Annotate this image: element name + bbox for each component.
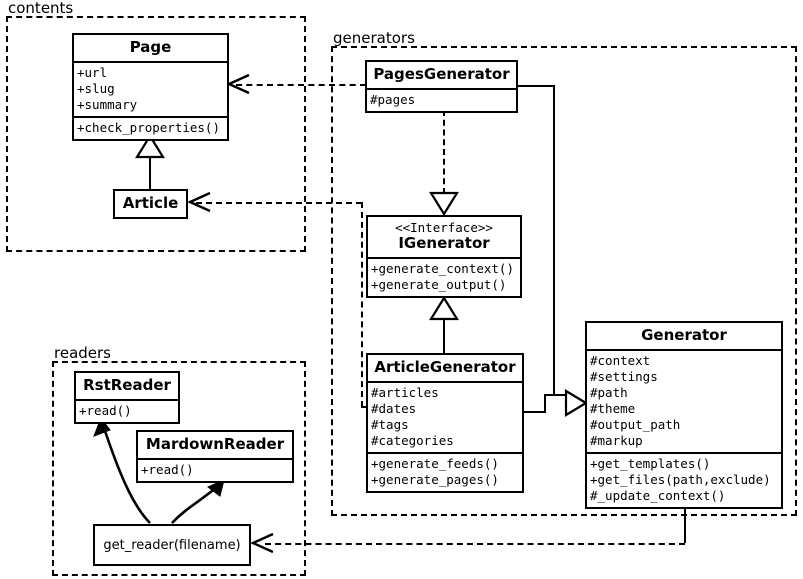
class-box-mardownreader[interactable]: MardownReader +read()	[136, 430, 294, 483]
edge-pagesgenerator-to-page	[236, 84, 366, 86]
edge-articlegenerator-to-generator-v	[544, 394, 546, 413]
package-contents-border	[6, 16, 306, 252]
method: +check_properties()	[77, 120, 220, 135]
package-readers-label: readers	[52, 344, 113, 362]
function-box-get-reader[interactable]: get_reader(filename)	[93, 524, 251, 566]
attribute: #theme	[590, 401, 636, 416]
class-igenerator-name: IGenerator	[398, 234, 490, 252]
edge-pagesgenerator-to-generator-v	[553, 85, 555, 395]
function-get-reader-label: get_reader(filename)	[103, 537, 241, 553]
attribute: #dates	[371, 401, 417, 416]
class-pagesgenerator-title: PagesGenerator	[373, 65, 510, 83]
class-articlegenerator-methods: +generate_feeds() +generate_pages()	[368, 452, 522, 491]
package-contents-label: contents	[6, 0, 76, 17]
method: +generate_pages()	[371, 472, 499, 487]
edge-article-to-page-line	[149, 150, 151, 190]
class-generator-title: Generator	[641, 326, 727, 344]
attribute: +slug	[77, 81, 115, 96]
edge-articlegenerator-to-article-stub	[361, 406, 369, 408]
class-box-pagesgenerator[interactable]: PagesGenerator #pages	[365, 60, 518, 113]
method: +generate_context()	[371, 261, 514, 276]
attribute: #context	[590, 353, 651, 368]
edge-generator-to-getreader-h	[265, 543, 685, 545]
edge-articlegenerator-to-article-h	[196, 202, 362, 204]
class-pagesgenerator-attributes: #pages	[367, 88, 516, 111]
class-box-rstreader[interactable]: RstReader +read()	[74, 371, 180, 424]
attribute: #settings	[590, 369, 658, 384]
class-igenerator-stereotype: <<Interface>>	[395, 220, 493, 235]
edge-articlegenerator-to-article-v	[361, 202, 363, 407]
attribute: +url	[77, 65, 108, 80]
method: +get_files(path,exclude)	[590, 472, 771, 487]
class-page-title: Page	[129, 38, 172, 56]
class-rstreader-methods: +read()	[76, 399, 178, 422]
class-generator-attributes: #context #settings #path #theme #output_…	[587, 349, 781, 452]
class-rstreader-title: RstReader	[83, 376, 171, 394]
class-mardownreader-methods: +read()	[138, 458, 292, 481]
attribute: +summary	[77, 97, 138, 112]
method: +get_templates()	[590, 456, 711, 471]
class-article-title: Article	[122, 194, 179, 212]
class-page-attributes: +url +slug +summary	[74, 61, 227, 116]
method: +generate_feeds()	[371, 456, 499, 471]
package-readers-border	[52, 361, 306, 576]
method: #_update_context()	[590, 488, 726, 503]
class-page-methods: +check_properties()	[74, 116, 227, 139]
attribute: #tags	[371, 417, 409, 432]
attribute: #pages	[370, 92, 416, 107]
edge-articlegenerator-to-igenerator	[443, 311, 445, 356]
attribute: #articles	[371, 385, 439, 400]
class-mardownreader-title: MardownReader	[145, 435, 285, 453]
edge-pagesgenerator-to-igenerator	[443, 110, 445, 194]
class-box-generator[interactable]: Generator #context #settings #path #them…	[585, 321, 783, 509]
class-igenerator-methods: +generate_context() +generate_output()	[368, 257, 520, 296]
class-box-igenerator[interactable]: <<Interface>> IGenerator +generate_conte…	[366, 215, 522, 298]
edge-articlegenerator-to-generator-h1	[524, 411, 546, 413]
class-box-page[interactable]: Page +url +slug +summary +check_properti…	[72, 33, 229, 141]
class-igenerator-title: <<Interface>> IGenerator	[368, 217, 520, 257]
edge-pagesgenerator-to-generator-h1	[518, 85, 555, 87]
attribute: #path	[590, 385, 628, 400]
edge-generator-to-getreader-v	[684, 500, 686, 543]
class-articlegenerator-attributes: #articles #dates #tags #categories	[368, 381, 522, 452]
attribute: #output_path	[590, 417, 681, 432]
method: +read()	[79, 403, 132, 418]
method: +read()	[141, 462, 194, 477]
attribute: #markup	[590, 433, 643, 448]
class-generator-methods: +get_templates() +get_files(path,exclude…	[587, 452, 781, 507]
class-box-article[interactable]: Article	[113, 189, 188, 219]
class-articlegenerator-title: ArticleGenerator	[374, 358, 516, 376]
method: +generate_output()	[371, 277, 507, 292]
attribute: #categories	[371, 433, 454, 448]
package-generators-border	[331, 46, 797, 516]
edge-articlegenerator-to-generator-h2	[544, 394, 570, 396]
package-generators-label: generators	[331, 29, 417, 47]
class-box-articlegenerator[interactable]: ArticleGenerator #articles #dates #tags …	[366, 353, 524, 493]
